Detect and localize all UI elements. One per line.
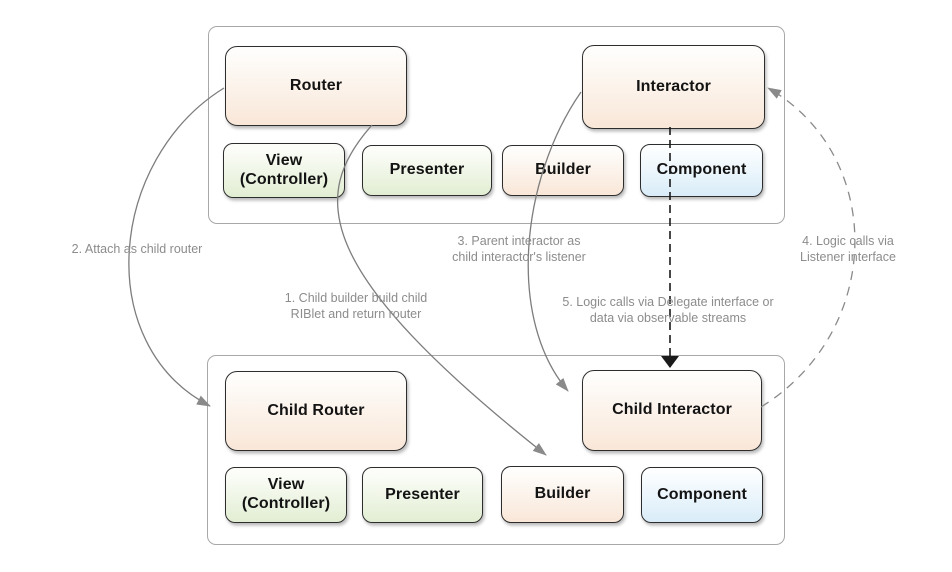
parent-view-controller-node: View (Controller) — [223, 143, 345, 198]
parent-builder-node: Builder — [502, 145, 624, 196]
parent-component-node: Component — [640, 144, 763, 197]
child-builder-node: Builder — [501, 466, 624, 523]
child-component-node: Component — [641, 467, 763, 523]
child-router-node: Child Router — [225, 371, 407, 451]
parent-interactor-node: Interactor — [582, 45, 765, 129]
annotation-attach-as-child-router: 2. Attach as child router — [71, 242, 203, 256]
annotation-logic-via-listener: 4. Logic calls via Listener interface — [800, 234, 896, 264]
annotation-logic-via-delegate: 5. Logic calls via Delegate interface or… — [562, 295, 774, 325]
parent-router-node: Router — [225, 46, 407, 126]
child-view-controller-node: View (Controller) — [225, 467, 347, 523]
annotation-child-builder-build: 1. Child builder build child RIBlet and … — [284, 291, 428, 321]
parent-presenter-node: Presenter — [362, 145, 492, 196]
child-presenter-node: Presenter — [362, 467, 483, 523]
annotation-parent-as-listener: 3. Parent interactor as child interactor… — [452, 234, 586, 264]
child-interactor-node: Child Interactor — [582, 370, 762, 451]
